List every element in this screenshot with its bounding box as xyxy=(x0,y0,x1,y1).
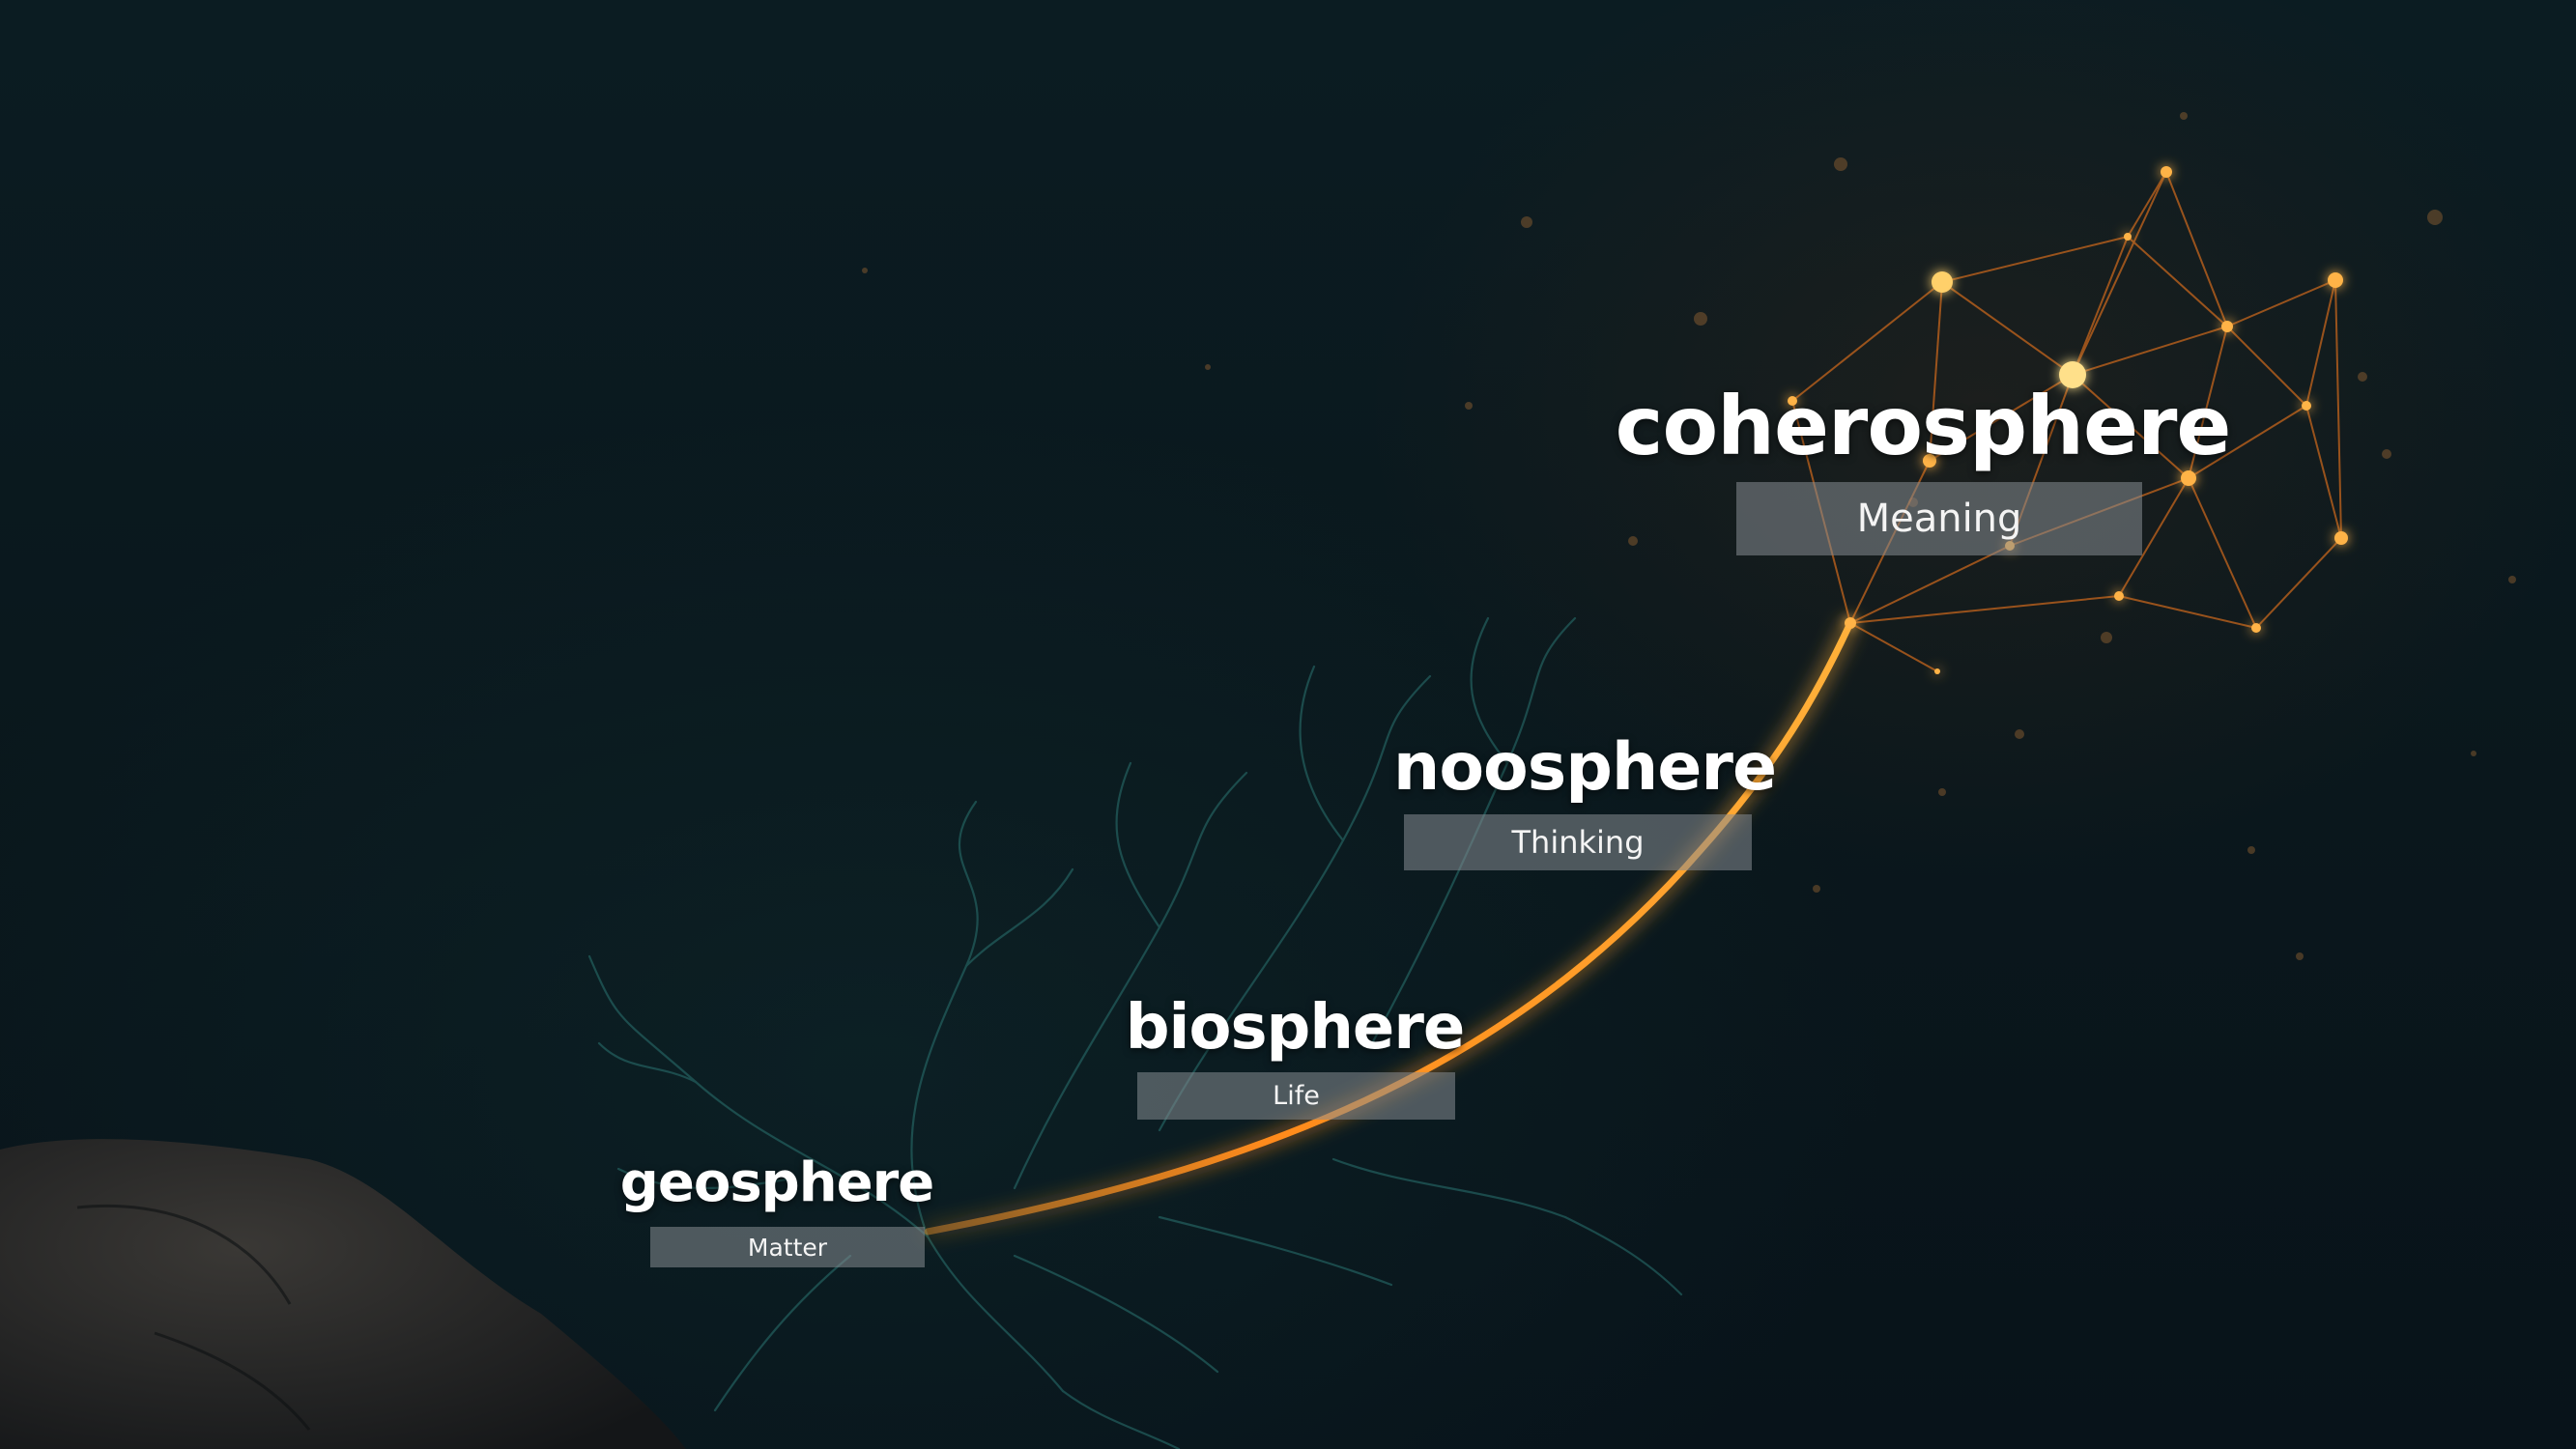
stage-subtitle-geosphere: Matter xyxy=(747,1233,828,1262)
network-nodes xyxy=(1788,166,2348,674)
stage-subtitle-box-noosphere: Thinking xyxy=(1404,814,1752,870)
dust-particles xyxy=(862,112,2516,960)
stage-subtitle-noosphere: Thinking xyxy=(1511,824,1645,861)
root-tendrils xyxy=(587,616,1683,1449)
stage-title-geosphere: geosphere xyxy=(619,1151,934,1214)
rock xyxy=(0,1139,686,1449)
evolution-path xyxy=(924,619,1854,1236)
stage-subtitle-box-geosphere: Matter xyxy=(650,1227,925,1267)
stage-subtitle-box-coherosphere: Meaning xyxy=(1736,482,2142,555)
stage-subtitle-coherosphere: Meaning xyxy=(1856,497,2022,541)
stage-title-noosphere: noosphere xyxy=(1392,729,1777,806)
stage-subtitle-box-biosphere: Life xyxy=(1137,1072,1455,1120)
stage-title-coherosphere: coherosphere xyxy=(1615,379,2232,473)
stage-subtitle-biosphere: Life xyxy=(1273,1081,1320,1111)
stage-title-biosphere: biosphere xyxy=(1125,992,1466,1064)
